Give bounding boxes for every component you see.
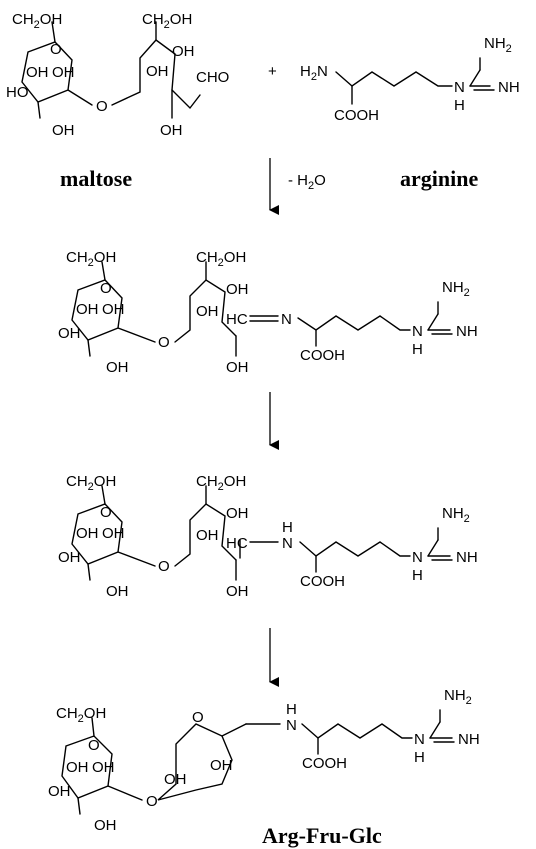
int2-n: N [412, 549, 423, 566]
int1-oh-a: OH [76, 301, 99, 318]
int1-n: N [412, 323, 423, 340]
arginine-label: arginine [400, 166, 478, 191]
maltose-oh-b: OH [52, 64, 75, 81]
int1-ch2oh-2: CH2OH [196, 249, 246, 269]
int2-ch2oh-1: CH2OH [66, 473, 116, 493]
int1-ring-oxygen: O [100, 280, 112, 297]
prod-oh-a: OH [66, 759, 89, 776]
maltose-oh-d: OH [52, 122, 75, 139]
prod-ring-oxygen: O [88, 737, 100, 754]
prod-oh-d: OH [94, 817, 117, 834]
int1-nh2: NH2 [442, 279, 470, 299]
maltose-structure: CH2OH O OH OH HO OH O CH2OH OH OH OH CHO… [6, 11, 229, 139]
int1-chain-oh-2: OH [196, 303, 219, 320]
int1-chain-oh-1: OH [226, 281, 249, 298]
arginine-h2n: H2N [300, 63, 328, 83]
arg-fru-glc-structure: CH2OH O OH OH OH OH O O OH OH H N COOH N… [48, 687, 480, 834]
prod-fru-oh-2: OH [210, 757, 233, 774]
prod-ch2oh: CH2OH [56, 705, 106, 725]
int1-hc: HC [226, 311, 248, 328]
arginine-h: H [454, 97, 465, 114]
prod-nh: NH [458, 731, 480, 748]
schiff-base-structure: CH2OH O OH OH OH OH O CH2OH OH OH HC N O… [58, 249, 478, 376]
prod-nh2: NH2 [444, 687, 472, 707]
int1-cooh: COOH [300, 347, 345, 364]
maltose-cho: CHO [196, 69, 229, 86]
maltose-ho-c: HO [6, 84, 29, 101]
prod-h: H [414, 749, 425, 766]
int1-imine-n: N [281, 311, 292, 328]
int2-chain-oh-3: OH [226, 583, 249, 600]
int2-amine-n: N [282, 535, 293, 552]
prod-cooh: COOH [302, 755, 347, 772]
int2-oh-d: OH [106, 583, 129, 600]
prod-amine-h: H [286, 701, 297, 718]
int2-chain-oh-2: OH [196, 527, 219, 544]
plus-sign: + [268, 63, 277, 80]
int1-h: H [412, 341, 423, 358]
int2-hc: HC [226, 535, 248, 552]
maltose-chain-oh-2: OH [146, 63, 169, 80]
int2-oh-b: OH [102, 525, 125, 542]
int1-nh: NH [456, 323, 478, 340]
int2-chain-oh-1: OH [226, 505, 249, 522]
arginine-n: N [454, 79, 465, 96]
prod-oh-c: OH [48, 783, 71, 800]
int1-oh-d: OH [106, 359, 129, 376]
step1-label: - H2O [288, 172, 326, 192]
prod-link-oxygen: O [146, 793, 158, 810]
maltose-label: maltose [60, 166, 132, 191]
int2-amine-h: H [282, 519, 293, 536]
prod-amine-n: N [286, 717, 297, 734]
arginine-structure: H2N COOH NH2 NH N H [300, 35, 520, 124]
int1-ch2oh-1: CH2OH [66, 249, 116, 269]
maltose-ch2oh-1: CH2OH [12, 11, 62, 31]
arginine-nh: NH [498, 79, 520, 96]
int2-ch2oh-2: CH2OH [196, 473, 246, 493]
int2-ring-oxygen: O [100, 504, 112, 521]
int2-cooh: COOH [300, 573, 345, 590]
int2-h: H [412, 567, 423, 584]
arginine-cooh: COOH [334, 107, 379, 124]
int2-nh: NH [456, 549, 478, 566]
prod-oh-b: OH [92, 759, 115, 776]
maltose-chain-oh-4: OH [160, 122, 183, 139]
maltose-link-oxygen: O [96, 98, 108, 115]
int2-oh-a: OH [76, 525, 99, 542]
product-label: Arg-Fru-Glc [262, 823, 382, 848]
int1-oh-c: OH [58, 325, 81, 342]
prod-fru-oxygen: O [192, 709, 204, 726]
int2-nh2: NH2 [442, 505, 470, 525]
enamine-structure: CH2OH O OH OH OH OH O CH2OH OH OH HC H N… [58, 473, 478, 600]
int2-link-oxygen: O [158, 558, 170, 575]
maltose-chain-oh-1: OH [172, 43, 195, 60]
maltose-ring-oxygen: O [50, 41, 62, 58]
int2-oh-c: OH [58, 549, 81, 566]
prod-fru-oh-1: OH [164, 771, 187, 788]
int1-chain-oh-3: OH [226, 359, 249, 376]
maltose-ch2oh-2: CH2OH [142, 11, 192, 31]
int1-link-oxygen: O [158, 334, 170, 351]
int1-oh-b: OH [102, 301, 125, 318]
prod-n: N [414, 731, 425, 748]
arginine-nh2: NH2 [484, 35, 512, 55]
maltose-oh-a: OH [26, 64, 49, 81]
